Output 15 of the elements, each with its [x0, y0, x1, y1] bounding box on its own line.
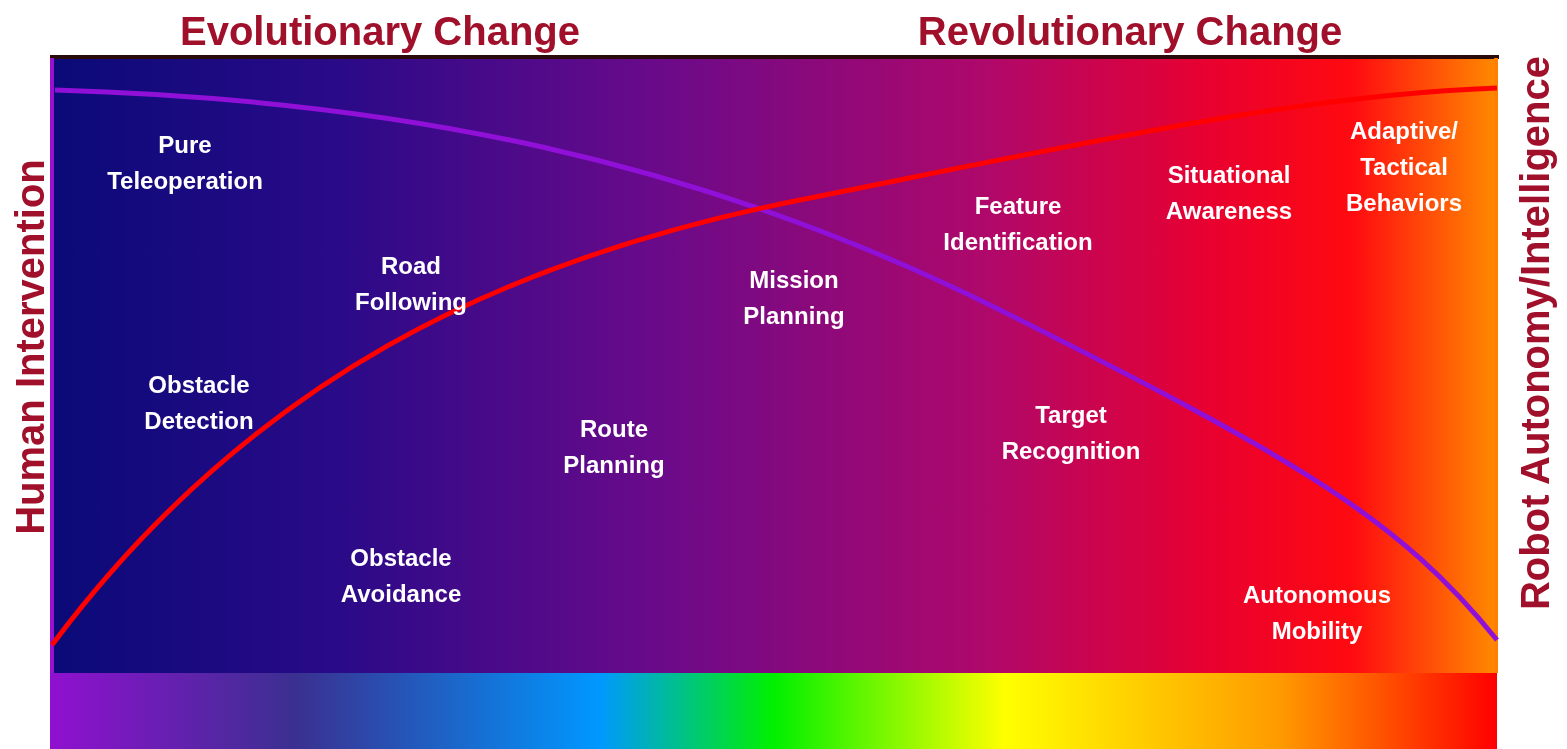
axis-label: Robot Autonomy/Intelligence	[1512, 55, 1558, 611]
capability-label: Adaptive/ Tactical Behaviors	[1346, 116, 1462, 218]
heading: Revolutionary Change	[917, 8, 1343, 54]
capability-label: Mission Planning	[743, 265, 845, 331]
capability-label: Road Following	[355, 251, 467, 317]
capability-label: Feature Identification	[943, 191, 1093, 257]
capability-label: Obstacle Avoidance	[340, 543, 462, 609]
axis-label: Human Intervention	[7, 159, 53, 535]
capability-label: Situational Awareness	[1165, 160, 1293, 226]
capability-label: Route Planning	[563, 414, 665, 480]
capability-label: Pure Teleoperation	[107, 130, 263, 196]
capability-label: Target Recognition	[1001, 400, 1141, 466]
heading: Evolutionary Change	[179, 8, 581, 54]
capability-label: Obstacle Detection	[144, 370, 254, 436]
capability-label: Autonomous Mobility	[1243, 580, 1391, 646]
